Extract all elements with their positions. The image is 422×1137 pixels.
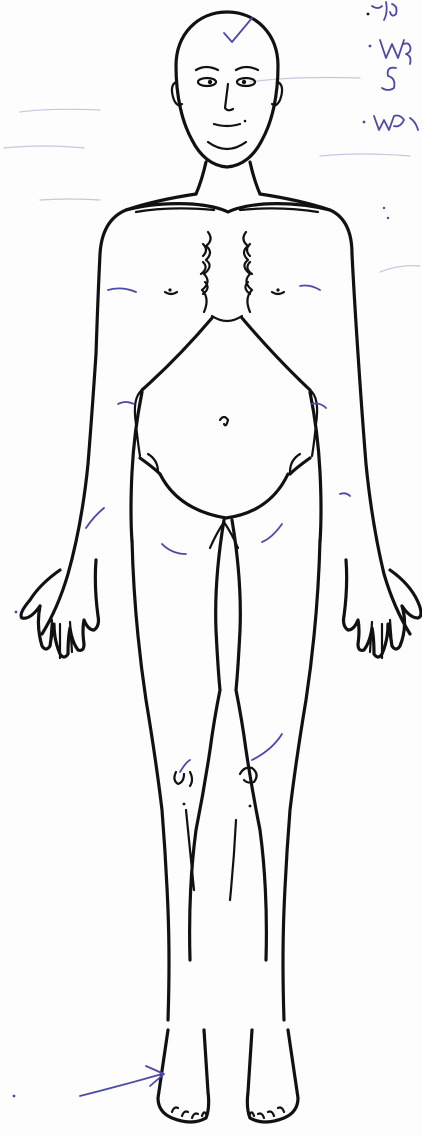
check-mark-annotation [224, 18, 252, 42]
margin-handwriting [4, 2, 420, 272]
left-foot [158, 1030, 209, 1122]
right-foot [247, 1030, 298, 1122]
pen-annotation-marks [15, 286, 350, 773]
legs [132, 520, 320, 1020]
left-hand [21, 560, 99, 658]
right-hand [344, 560, 422, 658]
arrow-annotation [13, 1066, 164, 1097]
